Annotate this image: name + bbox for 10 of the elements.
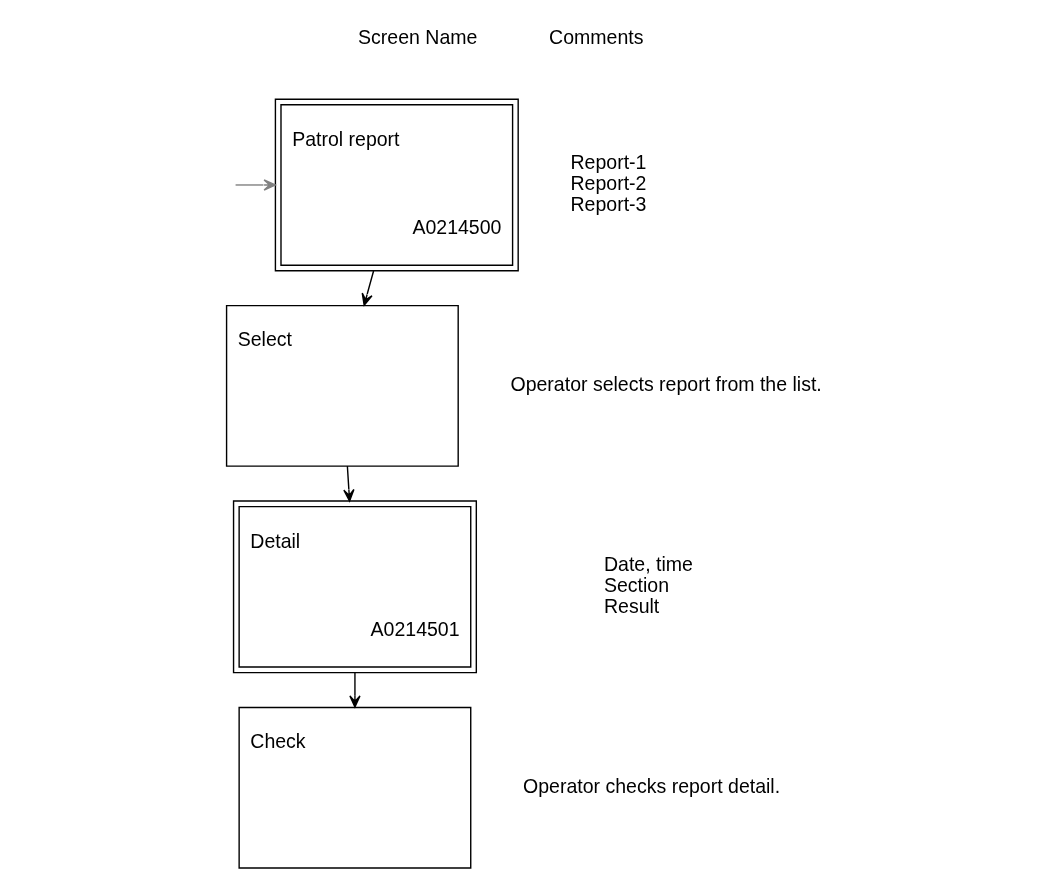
label: Screen Name (358, 26, 478, 49)
node-label: Section (603, 573, 670, 596)
node-label: Result (603, 594, 660, 617)
node-label: Report-3 (570, 193, 647, 216)
node-label: Operator selects report from the list. (510, 373, 822, 396)
node-label: Operator checks report detail. (523, 774, 781, 797)
node-label: Date, time (603, 553, 693, 576)
node-label: Report-1 (570, 151, 647, 174)
node-label: Report-2 (570, 172, 647, 195)
label: Comments (549, 26, 644, 49)
